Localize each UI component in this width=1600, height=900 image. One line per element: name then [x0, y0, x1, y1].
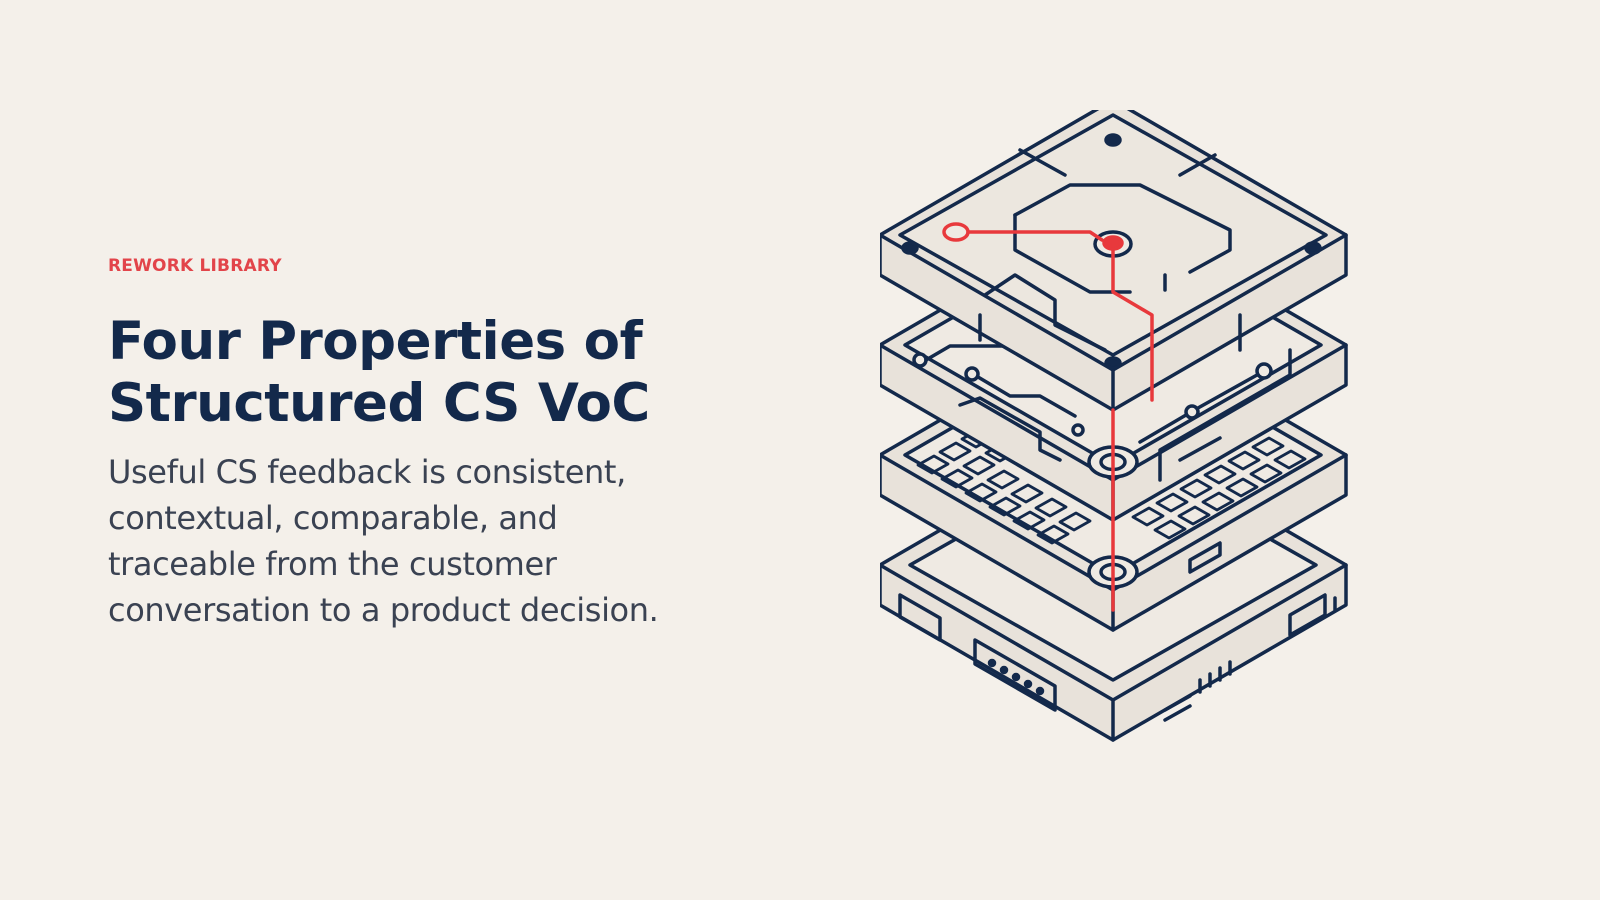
- description-line-2: contextual, comparable, and: [108, 499, 558, 537]
- eyebrow-label: REWORK LIBRARY: [108, 256, 282, 276]
- page-title-line-1: Four Properties of: [108, 311, 643, 372]
- signal-path: [942, 222, 1154, 612]
- description-line-4: conversation to a product decision.: [108, 591, 659, 629]
- description: Useful CS feedback is consistent, contex…: [108, 449, 708, 633]
- page-title-line-2: Structured CS VoC: [108, 373, 650, 434]
- stacked-circuit-layers-icon: [880, 110, 1348, 742]
- description-line-1: Useful CS feedback is consistent,: [108, 453, 626, 491]
- text-block: REWORK LIBRARY Four Properties of Struct…: [108, 255, 708, 633]
- description-line-3: traceable from the customer: [108, 545, 557, 583]
- page-title: Four Properties of Structured CS VoC: [108, 311, 708, 435]
